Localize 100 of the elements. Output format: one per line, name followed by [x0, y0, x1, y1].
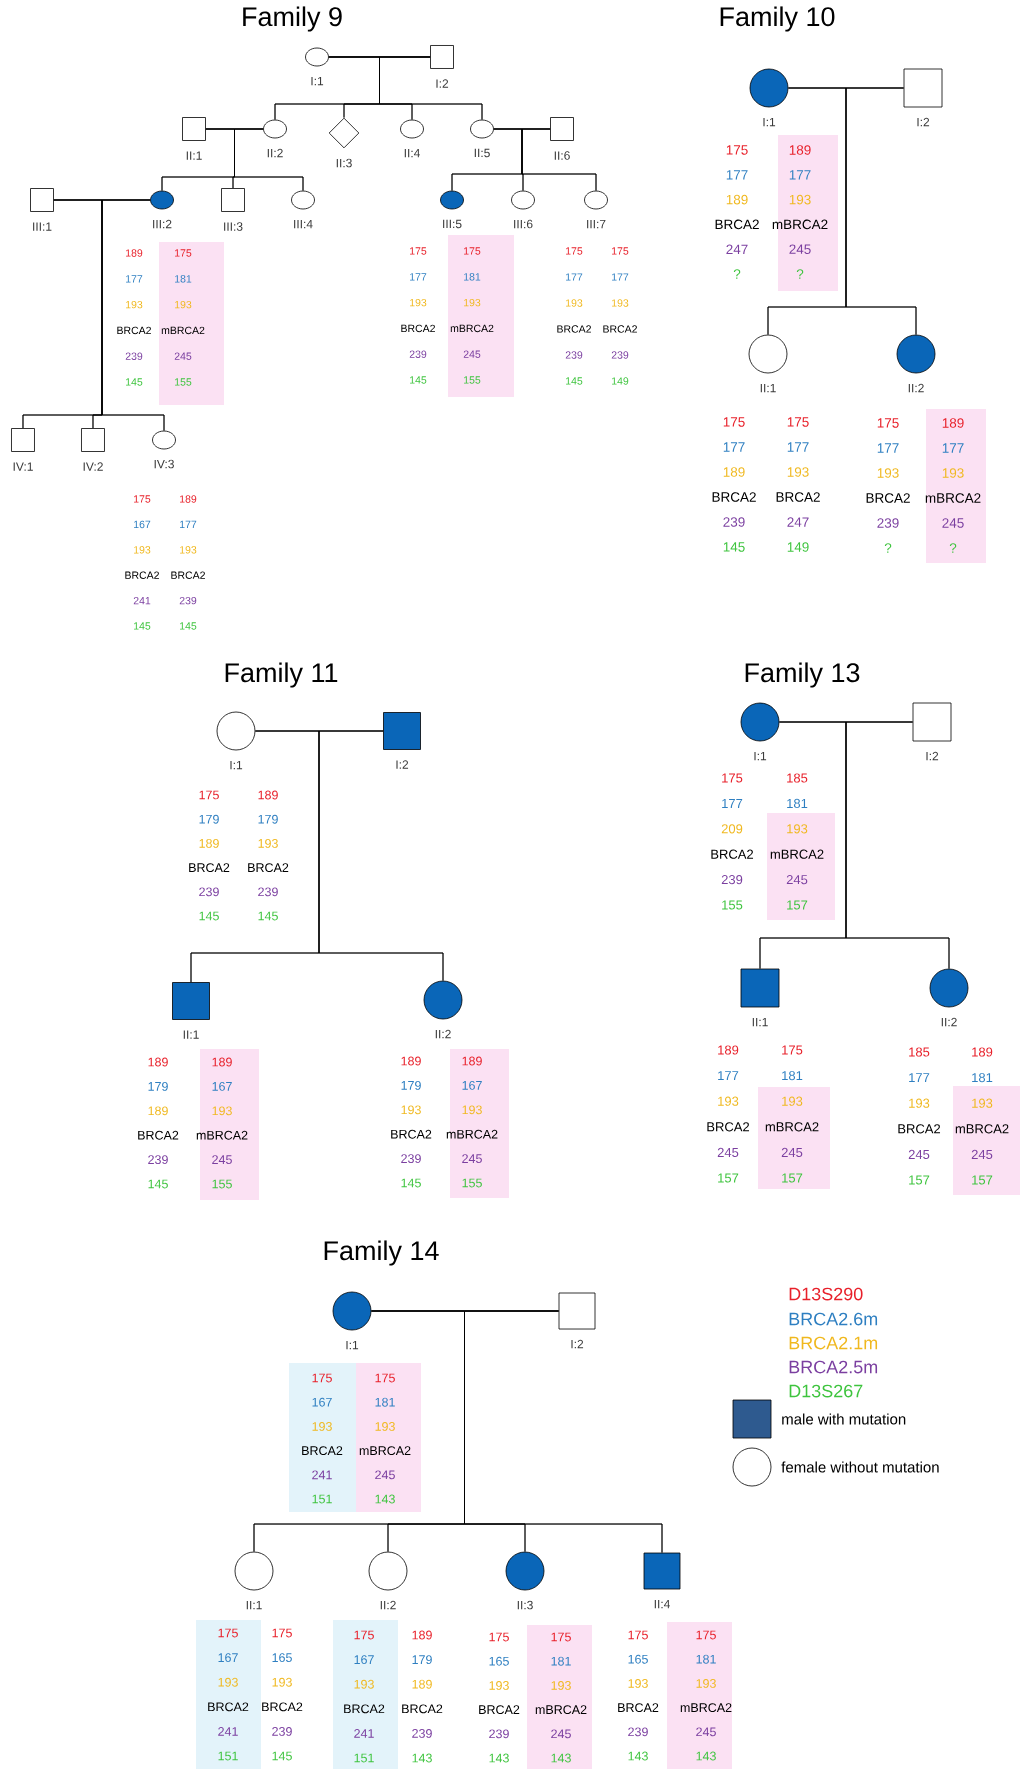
allele-value: 245 — [781, 1147, 803, 1157]
allele-value: BRCA2 — [344, 1704, 385, 1714]
allele-value: 145 — [134, 622, 151, 630]
allele-value: 175 — [272, 1628, 292, 1638]
male-symbol — [11, 428, 35, 452]
allele-value: mBRCA2 — [359, 1446, 411, 1456]
legend-label: D13S290 — [789, 1287, 863, 1301]
allele-value: 179 — [148, 1082, 168, 1091]
allele-value: BRCA2 — [866, 493, 910, 503]
allele-value: 165 — [628, 1654, 648, 1664]
allele-value: 175 — [464, 247, 481, 255]
allele-value: 189 — [126, 249, 143, 257]
allele-value: 175 — [628, 1630, 648, 1640]
allele-value: 167 — [218, 1653, 238, 1663]
allele-value: 245 — [212, 1155, 232, 1165]
allele-value: BRCA2 — [712, 492, 756, 502]
allele-value: 175 — [354, 1630, 374, 1640]
female-symbol — [400, 119, 424, 139]
allele-value: 175 — [787, 417, 809, 427]
legend-label: BRCA2.6m — [789, 1312, 878, 1326]
allele-value: 177 — [612, 273, 629, 281]
female-symbol — [896, 334, 936, 374]
allele-value: 193 — [787, 824, 808, 834]
allele-value: 143 — [551, 1753, 571, 1763]
allele-value: 239 — [409, 350, 427, 358]
male-symbol — [81, 428, 105, 452]
allele-value: 193 — [126, 300, 143, 309]
allele-value: 157 — [782, 1173, 803, 1183]
allele-value: 239 — [401, 1154, 421, 1164]
individual-id: III:1 — [33, 222, 52, 231]
allele-value: 189 — [718, 1045, 739, 1055]
allele-value: 145 — [272, 1751, 292, 1761]
allele-value: 165 — [489, 1656, 509, 1666]
allele-value: 155 — [212, 1179, 232, 1189]
individual-id: IV:1 — [13, 462, 33, 471]
allele-value: 181 — [782, 1071, 803, 1081]
individual-id: III:3 — [224, 222, 243, 231]
female-symbol — [234, 1551, 274, 1591]
female-symbol — [305, 47, 329, 67]
allele-value: BRCA2 — [898, 1124, 940, 1134]
individual-id: I:1 — [346, 1340, 359, 1350]
allele-value: 157 — [718, 1173, 739, 1183]
allele-value: 193 — [312, 1422, 332, 1431]
allele-value: 245 — [375, 1470, 395, 1480]
individual-id: I:1 — [230, 760, 243, 770]
allele-value: 145 — [566, 377, 583, 385]
allele-value: 177 — [566, 273, 583, 281]
allele-value: 175 — [566, 247, 583, 255]
allele-value: 239 — [628, 1727, 648, 1737]
male-symbol — [383, 712, 421, 750]
allele-value: 193 — [212, 1106, 232, 1116]
allele-value: 193 — [489, 1681, 509, 1690]
female-symbol — [368, 1551, 408, 1591]
allele-value: 175 — [489, 1632, 509, 1642]
allele-value: BRCA2 — [208, 1702, 249, 1712]
allele-value: 245 — [551, 1729, 571, 1739]
allele-value: 193 — [787, 467, 809, 477]
descent-line — [521, 128, 597, 191]
allele-value: 175 — [782, 1045, 803, 1055]
allele-value: 193 — [464, 298, 481, 307]
individual-id: I:1 — [754, 751, 767, 761]
male-symbol — [430, 45, 454, 69]
descent-line — [845, 721, 950, 969]
allele-value: BRCA2 — [603, 325, 637, 333]
allele-value: 177 — [787, 442, 809, 452]
allele-value: 177 — [410, 273, 427, 281]
allele-value: 193 — [718, 1096, 739, 1106]
allele-value: 181 — [375, 1397, 395, 1407]
legend-label: BRCA2.5m — [789, 1360, 878, 1374]
allele-value: 239 — [179, 596, 197, 605]
allele-value: 245 — [696, 1727, 716, 1737]
female-symbol — [423, 980, 463, 1020]
allele-value: 145 — [199, 911, 219, 921]
allele-value: 181 — [696, 1654, 716, 1664]
allele-value: 143 — [696, 1751, 716, 1761]
allele-value: 209 — [721, 824, 743, 834]
allele-value: 151 — [354, 1753, 374, 1763]
male-symbol — [740, 968, 780, 1008]
individual-id: I:2 — [571, 1339, 584, 1349]
allele-value: 245 — [462, 1154, 482, 1164]
allele-value: 193 — [972, 1098, 993, 1108]
allele-value: 175 — [134, 495, 151, 503]
allele-value: 193 — [218, 1677, 238, 1687]
allele-value: 175 — [410, 247, 427, 255]
allele-value: 189 — [972, 1047, 993, 1057]
allele-value: 189 — [412, 1679, 432, 1689]
individual-id: II:4 — [654, 1599, 670, 1609]
allele-value: 179 — [412, 1655, 432, 1665]
allele-value: 177 — [909, 1073, 930, 1083]
allele-value: 189 — [723, 467, 745, 477]
allele-value: 245 — [786, 875, 808, 885]
allele-value: 181 — [972, 1073, 993, 1083]
individual-id: II:2 — [380, 1600, 396, 1610]
allele-value: 239 — [412, 1729, 432, 1738]
allele-value: mBRCA2 — [446, 1129, 498, 1139]
allele-value: ? — [884, 543, 892, 553]
male-symbol — [30, 188, 54, 212]
allele-value: BRCA2 — [618, 1703, 659, 1713]
allele-value: 145 — [723, 542, 745, 552]
allele-value: 239 — [199, 887, 219, 897]
